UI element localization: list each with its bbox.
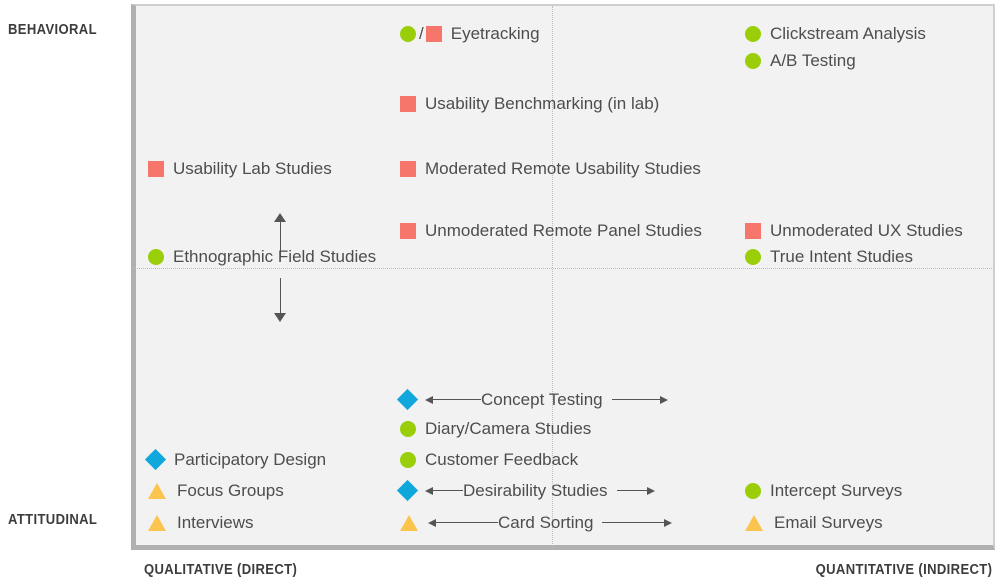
context-arrow-up	[274, 213, 287, 257]
item-label: True Intent Studies	[770, 247, 914, 266]
spectrum-arrow: Concept Testing	[425, 391, 668, 408]
item-desirability-studies[interactable]: Desirability Studies	[396, 479, 655, 502]
arrow-shaft-up	[280, 221, 281, 257]
square-marker-icon	[400, 95, 416, 112]
item-label: Concept Testing	[481, 390, 603, 409]
arrow-shaft-right	[611, 399, 660, 400]
axis-label-behavioral: BEHAVIORAL	[8, 22, 97, 38]
arrow-shaft-right	[602, 522, 665, 523]
square-marker-icon	[400, 160, 416, 177]
triangle-marker-icon	[745, 514, 763, 531]
item-diary-camera-studies[interactable]: Diary/Camera Studies	[400, 420, 591, 437]
item-label: Desirability Studies	[463, 481, 608, 500]
arrow-head-right-icon	[659, 395, 668, 404]
item-intercept-surveys[interactable]: Intercept Surveys	[745, 482, 902, 499]
circle-marker-icon	[745, 25, 761, 42]
item-email-surveys[interactable]: Email Surveys	[745, 514, 883, 531]
horizontal-guideline	[133, 268, 994, 269]
triangle-marker-icon	[400, 514, 418, 531]
circle-marker-icon	[745, 482, 761, 499]
item-usability-lab-studies[interactable]: Usability Lab Studies	[148, 160, 332, 177]
axis-label-attitudinal: ATTITUDINAL	[8, 512, 98, 528]
item-label: Usability Benchmarking (in lab)	[425, 94, 660, 113]
vertical-guideline	[552, 6, 553, 548]
axis-label-quantitative-wrap: QUANTITATIVE (INDIRECT)	[796, 562, 992, 578]
item-clickstream-analysis[interactable]: Clickstream Analysis	[745, 25, 926, 42]
item-label: Unmoderated Remote Panel Studies	[425, 221, 702, 240]
triangle-marker-icon	[148, 482, 166, 499]
item-label: A/B Testing	[770, 51, 856, 70]
circle-marker-icon	[745, 248, 761, 265]
circle-marker-icon	[400, 25, 416, 42]
square-marker-icon	[148, 160, 164, 177]
item-focus-groups[interactable]: Focus Groups	[148, 482, 284, 499]
arrow-shaft-right	[616, 490, 647, 491]
item-interviews[interactable]: Interviews	[148, 514, 254, 531]
axis-label-quantitative: QUANTITATIVE (INDIRECT)	[815, 562, 992, 578]
item-true-intent-studies[interactable]: True Intent Studies	[745, 248, 913, 265]
arrow-shaft-left	[436, 522, 498, 523]
square-marker-icon	[745, 222, 761, 239]
item-label: Card Sorting	[498, 513, 594, 532]
spectrum-arrow: Card Sorting	[428, 513, 673, 532]
item-label: Diary/Camera Studies	[425, 419, 592, 438]
item-concept-testing[interactable]: Concept Testing	[396, 388, 668, 411]
item-ethnographic-field-studies[interactable]: Ethnographic Field Studies	[148, 248, 376, 265]
item-label: Moderated Remote Usability Studies	[425, 159, 701, 178]
circle-marker-icon	[148, 248, 164, 265]
arrow-head-right-icon	[646, 486, 655, 495]
diamond-marker-icon	[144, 448, 167, 471]
item-unmoderated-remote-panel-studies[interactable]: Unmoderated Remote Panel Studies	[400, 222, 702, 239]
arrow-shaft-left	[433, 399, 481, 400]
arrow-head-up-icon	[274, 213, 286, 222]
circle-marker-icon	[400, 420, 416, 437]
item-card-sorting[interactable]: Card Sorting	[400, 513, 673, 532]
item-label: Participatory Design	[174, 450, 327, 469]
slash-separator: /	[419, 24, 424, 43]
context-arrow-down	[274, 278, 287, 322]
item-label: Intercept Surveys	[770, 481, 903, 500]
plot-area	[131, 4, 995, 550]
item-unmoderated-ux-studies[interactable]: Unmoderated UX Studies	[745, 222, 963, 239]
diamond-marker-icon	[396, 388, 419, 411]
arrow-head-left-icon	[425, 395, 433, 404]
item-label: Interviews	[177, 513, 254, 532]
arrow-head-left-icon	[425, 486, 433, 495]
item-label: Focus Groups	[177, 481, 284, 500]
item-label: Email Surveys	[774, 513, 883, 532]
item-label: Clickstream Analysis	[770, 24, 926, 43]
item-label: Customer Feedback	[425, 450, 579, 469]
item-moderated-remote-usability-studies[interactable]: Moderated Remote Usability Studies	[400, 160, 701, 177]
spectrum-arrow: Desirability Studies	[425, 482, 655, 499]
item-label: Ethnographic Field Studies	[173, 247, 377, 266]
item-usability-benchmarking[interactable]: Usability Benchmarking (in lab)	[400, 95, 659, 112]
arrow-head-right-icon	[664, 518, 673, 527]
arrow-head-down-icon	[274, 313, 286, 322]
item-ab-testing[interactable]: A/B Testing	[745, 52, 856, 69]
square-marker-icon	[425, 25, 442, 42]
axis-label-qualitative: QUALITATIVE (DIRECT)	[144, 562, 298, 578]
item-label: Unmoderated UX Studies	[770, 221, 963, 240]
item-label: Usability Lab Studies	[173, 159, 332, 178]
item-participatory-design[interactable]: Participatory Design	[144, 448, 327, 471]
item-eyetracking[interactable]: / Eyetracking	[400, 25, 540, 42]
diamond-marker-icon	[396, 479, 419, 502]
arrow-shaft-down	[280, 278, 281, 314]
square-marker-icon	[400, 222, 416, 239]
circle-marker-icon	[745, 52, 761, 69]
arrow-head-left-icon	[428, 518, 436, 527]
item-label: Eyetracking	[450, 24, 540, 43]
circle-marker-icon	[400, 451, 416, 468]
item-customer-feedback[interactable]: Customer Feedback	[400, 451, 578, 468]
arrow-shaft-left	[433, 490, 463, 491]
triangle-marker-icon	[148, 514, 166, 531]
